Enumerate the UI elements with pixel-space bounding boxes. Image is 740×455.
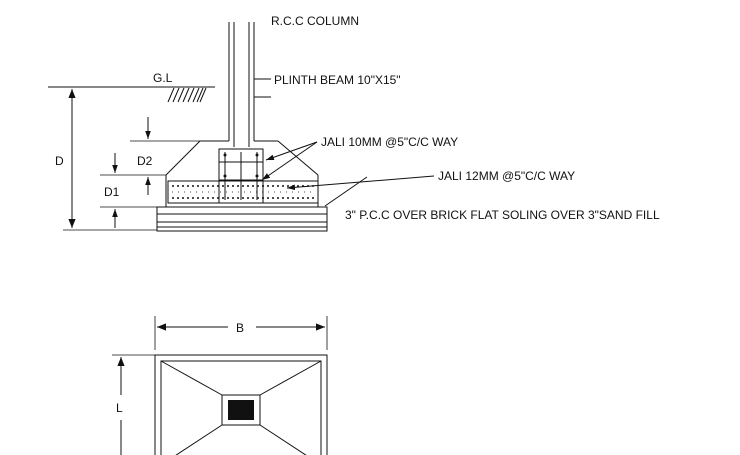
dim-d-label: D xyxy=(55,154,64,168)
dim-b-label: B xyxy=(236,321,244,335)
plan-view: B L xyxy=(112,316,328,455)
column-section xyxy=(228,400,254,420)
pcc-leader xyxy=(324,176,368,207)
jali-12-label: JALI 12MM @5"C/C WAY xyxy=(438,169,575,183)
column-label: R.C.C COLUMN xyxy=(271,14,359,28)
column-reinforcement xyxy=(218,148,264,204)
dim-d2-label: D2 xyxy=(137,154,153,168)
dim-l-label: L xyxy=(116,401,123,415)
dim-d1-label: D1 xyxy=(104,185,120,199)
plinth-beam-label: PLINTH BEAM 10"X15" xyxy=(274,73,401,87)
ground-hatch xyxy=(165,86,208,103)
jali-10-leader-2 xyxy=(261,141,318,181)
ground-level-label: G.L xyxy=(153,71,173,85)
footing-outline xyxy=(165,140,319,208)
pcc-layers xyxy=(156,206,328,232)
pcc-label: 3" P.C.C OVER BRICK FLAT SOLING OVER 3"S… xyxy=(345,208,660,222)
footing-plan xyxy=(154,354,328,455)
jali-10-leader-1 xyxy=(265,141,318,161)
jali-10-label: JALI 10MM @5"C/C WAY xyxy=(321,135,458,149)
base-mesh xyxy=(167,180,319,204)
section-view: G.L R.C.C COLUMN PLINTH BEAM 10"X15" xyxy=(48,14,660,232)
rcc-column xyxy=(228,22,255,147)
